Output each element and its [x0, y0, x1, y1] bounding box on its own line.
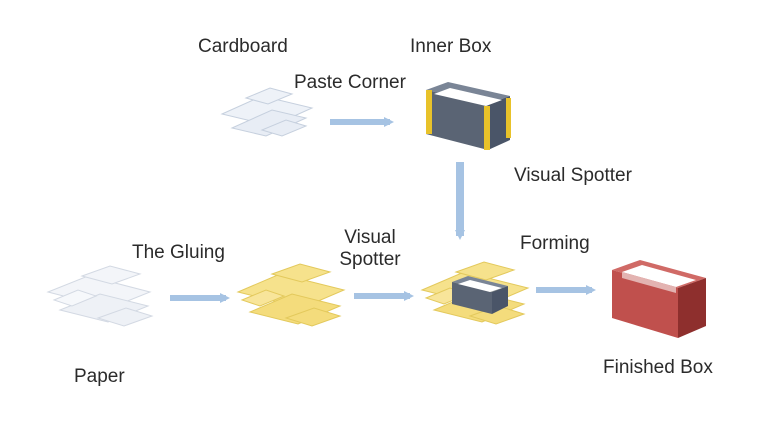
label-the-gluing: The Gluing	[132, 242, 225, 263]
label-inner-box: Inner Box	[410, 36, 492, 57]
label-visual-spotter-line2: Spotter	[339, 248, 401, 270]
label-forming: Forming	[520, 233, 590, 254]
paper-sheet-icon	[46, 265, 154, 327]
label-paper: Paper	[74, 366, 125, 387]
finished-box-icon	[612, 260, 706, 338]
inner-box-icon	[426, 82, 511, 150]
label-visual-spotter-middle: Visual Spotter	[328, 227, 412, 271]
assembly-icon	[420, 261, 530, 325]
label-finished-box: Finished Box	[603, 357, 713, 378]
label-visual-spotter-top: Visual Spotter	[514, 165, 632, 186]
label-cardboard: Cardboard	[198, 36, 288, 57]
label-paste-corner: Paste Corner	[294, 72, 406, 93]
cardboard-sheet-icon	[220, 87, 314, 137]
glued-paper-icon	[236, 263, 346, 327]
label-visual-spotter-line1: Visual	[344, 227, 396, 248]
